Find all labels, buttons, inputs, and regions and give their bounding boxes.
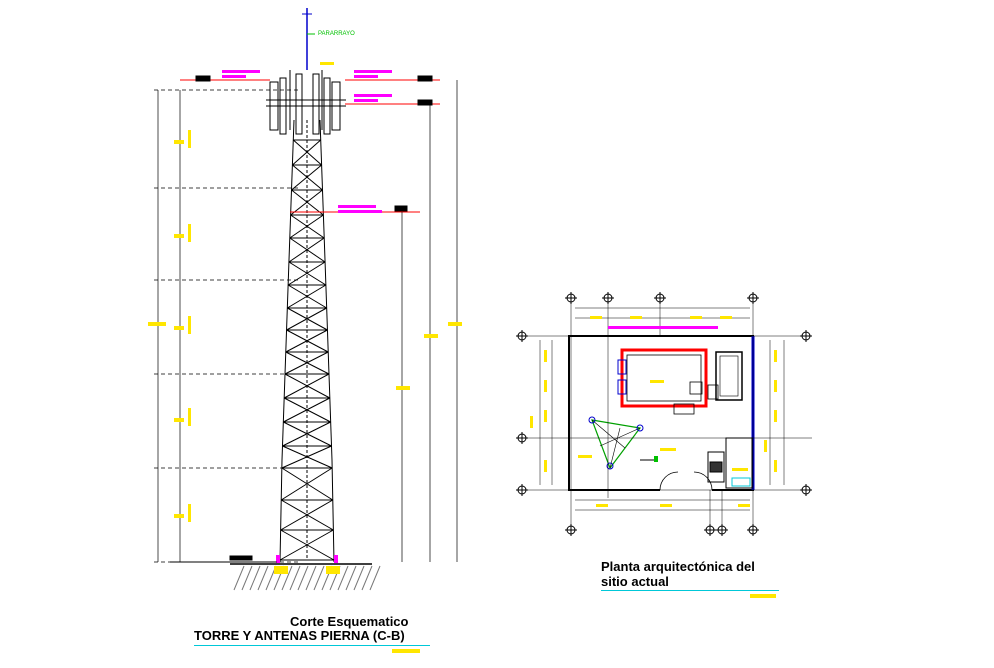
- tower-dimension-labels: [148, 130, 462, 522]
- plan-dim-label: [774, 410, 777, 422]
- tower-brace: [282, 421, 331, 447]
- tower-dim-label: [188, 130, 191, 148]
- plan-dim-label: [738, 504, 750, 507]
- plan-dim-label: [774, 460, 777, 472]
- tower-title-underline: [194, 645, 430, 646]
- ground-hatch-line: [369, 565, 381, 591]
- pararrayo-label: PARARRAYO: [318, 31, 355, 37]
- tower-title-line1: Corte Esquematico: [290, 614, 409, 629]
- plan-dim-label: [690, 316, 702, 319]
- tower-title-line2: TORRE Y ANTENAS PIERNA (C-B): [194, 628, 405, 643]
- tower-dim-label: [396, 386, 410, 390]
- grid-bubbles: [516, 292, 812, 536]
- tower-brace: [279, 529, 334, 561]
- plan-annotations: [578, 326, 748, 471]
- tower-brace: [281, 445, 332, 469]
- plan-dim-label: [596, 504, 608, 507]
- ground-hatch-line: [361, 565, 373, 591]
- plan-title-underline: [601, 590, 779, 591]
- plan-dim-label: [660, 504, 672, 507]
- ground-hatch-line: [297, 565, 309, 591]
- plan-dimension-labels: [530, 316, 777, 507]
- plan-dim-label: [630, 316, 642, 319]
- ground-hatch-line: [233, 565, 245, 591]
- tower-brace: [289, 214, 324, 239]
- plan-dim-label: [544, 350, 547, 362]
- plan-dim-label: [774, 350, 777, 362]
- tower-brace: [280, 467, 333, 501]
- tower-brace: [292, 139, 322, 166]
- ground-hatch-line: [313, 565, 325, 591]
- ground-hatch-line: [241, 565, 253, 591]
- tower-brace: [283, 397, 331, 423]
- tower-brace: [280, 499, 334, 531]
- ground-hatch-line: [249, 565, 261, 591]
- plan-dim-label: [720, 316, 732, 319]
- tower-brace: [288, 237, 325, 263]
- tower-brace: [287, 261, 326, 286]
- tower-brace: [292, 164, 323, 191]
- plan-dim-label: [544, 460, 547, 472]
- tower-dim-label: [188, 408, 191, 426]
- tower-brace: [291, 164, 322, 191]
- tower-brace: [286, 307, 327, 331]
- tower-dim-label: [174, 234, 184, 238]
- tower-dim-label: [188, 224, 191, 242]
- plan-dim-label: [590, 316, 602, 319]
- plan-title-line2: sitio actual: [601, 574, 669, 589]
- tower-dim-label: [174, 140, 184, 144]
- ground-hatch-line: [305, 565, 317, 591]
- tower-dim-label: [174, 418, 184, 422]
- tower-annotations: [222, 62, 392, 213]
- ground-hatch-line: [337, 565, 349, 591]
- tower-dim-label: [148, 322, 166, 326]
- tower-dim-label: [424, 334, 438, 338]
- ground-hatch-line: [289, 565, 301, 591]
- tower-brace: [292, 139, 322, 166]
- plan-dim-label: [544, 380, 547, 392]
- tower-brace: [290, 189, 323, 216]
- site-plan: [522, 298, 812, 528]
- plan-scale-tag: [750, 594, 776, 598]
- ground-hatch-line: [281, 565, 293, 591]
- tower-brace: [284, 351, 329, 375]
- tower-dim-label: [188, 504, 191, 522]
- tower-brace: [283, 373, 330, 399]
- ground-hatch-line: [353, 565, 365, 591]
- tower-brace: [287, 284, 327, 309]
- tower-dim-label: [174, 514, 184, 518]
- plan-dim-label: [774, 380, 777, 392]
- tower-scale-tag: [392, 649, 420, 653]
- ground-hatch-line: [257, 565, 269, 591]
- plan-dim-label: [530, 416, 533, 428]
- tower-elevation: [170, 8, 440, 591]
- tower-brace: [285, 329, 328, 353]
- tower-dim-label: [448, 322, 462, 326]
- tower-dimension-lines: [154, 80, 458, 563]
- tower-dim-label: [188, 316, 191, 334]
- tower-brace: [291, 189, 324, 216]
- tower-dim-label: [174, 326, 184, 330]
- ground-hatch-line: [345, 565, 357, 591]
- plan-dim-label: [544, 410, 547, 422]
- plan-title-line1: Planta arquitectónica del: [601, 559, 755, 574]
- plan-dim-label: [764, 440, 767, 452]
